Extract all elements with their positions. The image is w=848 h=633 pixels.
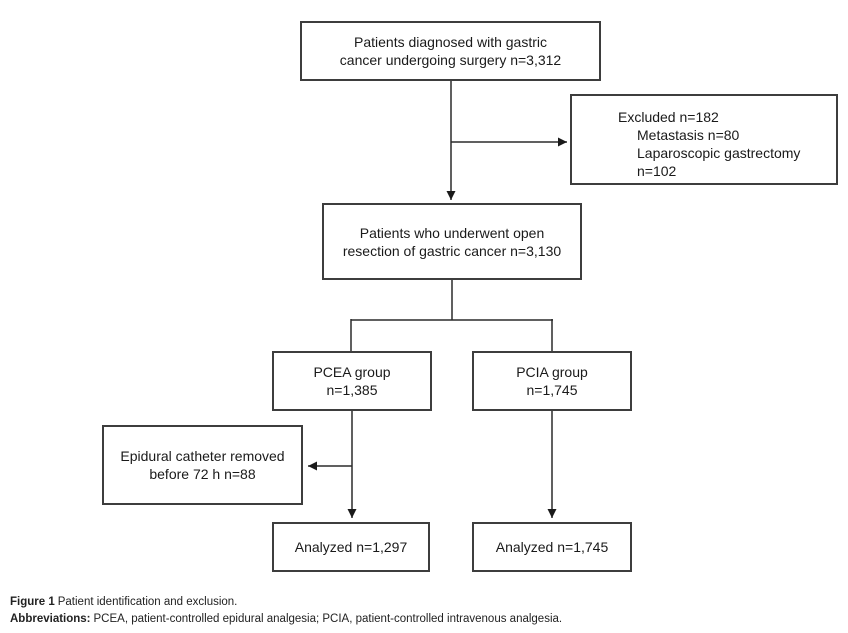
node-text-line: cancer undergoing surgery n=3,312 [339,52,562,68]
node-text-line: PCIA group [516,364,588,380]
node-text-line: Excluded n=182 [618,109,719,125]
node-epidural-removed: Epidural catheter removed before 72 h n=… [102,425,303,505]
figure-caption-text: Patient identification and exclusion. [57,596,238,608]
node-text-line: Laparoscopic gastrectomy [637,145,801,161]
node-patients-diagnosed: Patients diagnosed with gastric cancer u… [300,21,601,81]
node-text-line: n=1,385 [326,382,378,398]
node-text-line: Analyzed n=1,745 [495,539,609,555]
node-excluded: Excluded n=182 Metastasis n=80 Laparosco… [570,94,838,185]
node-text-line: n=102 [637,163,677,179]
node-open-resection: Patients who underwent open resection of… [322,203,582,280]
node-text-line: Analyzed n=1,297 [294,539,408,555]
node-text-line: Patients diagnosed with gastric [354,34,547,50]
abbreviations-text: PCEA, patient-controlled epidural analge… [93,613,563,625]
node-text-line: Metastasis n=80 [637,127,740,143]
node-text-line: PCEA group [313,364,391,380]
node-analyzed-pcea: Analyzed n=1,297 [272,522,430,572]
node-text-line: n=1,745 [526,382,578,398]
figure-number-label: Figure 1 [10,596,55,608]
figure-caption-abbreviations: Abbreviations:PCEA, patient-controlled e… [10,611,562,628]
abbreviations-label: Abbreviations: [10,613,91,625]
node-text-line: resection of gastric cancer n=3,130 [342,242,562,259]
node-pcea-group: PCEA group n=1,385 [272,351,432,411]
node-analyzed-pcia: Analyzed n=1,745 [472,522,632,572]
node-text-line: before 72 h n=88 [149,466,256,482]
node-text-line: Patients who underwent open [359,224,545,241]
node-pcia-group: PCIA group n=1,745 [472,351,632,411]
node-text-line: Epidural catheter removed [120,448,285,464]
